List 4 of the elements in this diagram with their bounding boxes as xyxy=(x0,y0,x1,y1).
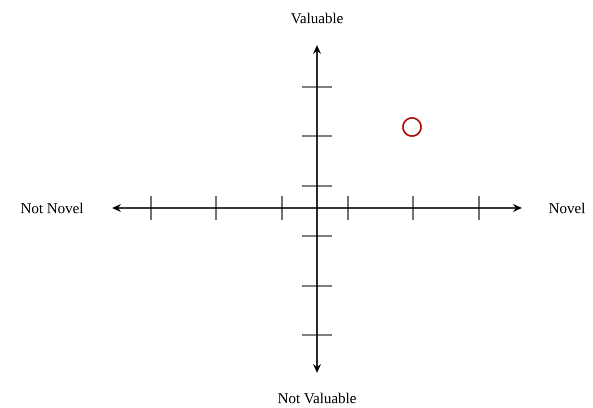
axis-label: Valuable xyxy=(290,12,343,24)
axis-label: Not Novel xyxy=(21,202,84,214)
axis-label: Not Valuable xyxy=(278,392,356,404)
axis-label: Novel xyxy=(549,202,586,214)
